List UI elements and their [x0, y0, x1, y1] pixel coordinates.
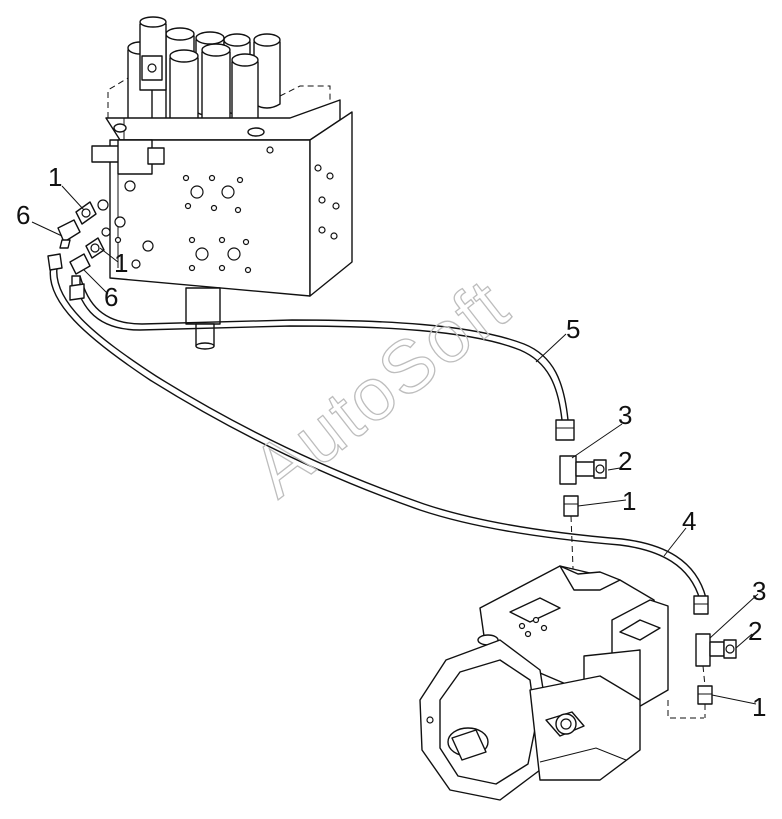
valve-spool-caps	[127, 16, 281, 133]
callout-1-middle-left: 1	[114, 248, 128, 278]
hose-4-end-fitting	[693, 595, 709, 615]
callout-3-tee-lower: 3	[752, 576, 766, 606]
hose-end-left	[47, 253, 85, 301]
elbow-6-middle-left	[69, 253, 91, 287]
callout-6-top-left: 6	[16, 200, 30, 230]
pump-front-flange	[419, 639, 549, 801]
hydraulic-pump	[419, 565, 704, 801]
leader-lines	[31, 185, 759, 705]
callout-3-tee-upper: 3	[618, 400, 632, 430]
plug-2-lower	[723, 639, 737, 659]
plug-2-upper	[593, 459, 607, 479]
valve-body	[91, 99, 353, 297]
tee-3-lower	[695, 633, 725, 667]
hose-5	[73, 275, 569, 421]
callout-1-adapter-lower: 1	[752, 692, 766, 722]
hose-5-end-fitting	[555, 419, 575, 441]
callout-1-top-left: 1	[48, 162, 62, 192]
watermark-text: AutoSoft	[237, 263, 524, 513]
callout-2-plug-upper: 2	[618, 446, 632, 476]
callout-6-middle-left: 6	[104, 282, 118, 312]
tee-3-upper	[559, 455, 595, 485]
adapter-1-lower	[697, 685, 713, 705]
pump-rear-body	[529, 675, 641, 781]
callout-labels: 1 6 1 6 5 3 2 1 4 3 2 1	[16, 162, 766, 722]
fitting-1-upper-left	[75, 199, 109, 225]
elbow-6-upper-left	[57, 219, 81, 249]
fitting-1-middle-left	[85, 227, 111, 259]
callout-2-plug-lower: 2	[748, 616, 762, 646]
valve-shaft	[185, 287, 221, 350]
callout-4-hose: 4	[682, 506, 696, 536]
control-valve	[91, 16, 353, 350]
adapter-1-upper	[563, 495, 579, 517]
callout-1-adapter-upper: 1	[622, 486, 636, 516]
callout-5-hose: 5	[566, 314, 580, 344]
hose-4	[49, 261, 707, 601]
